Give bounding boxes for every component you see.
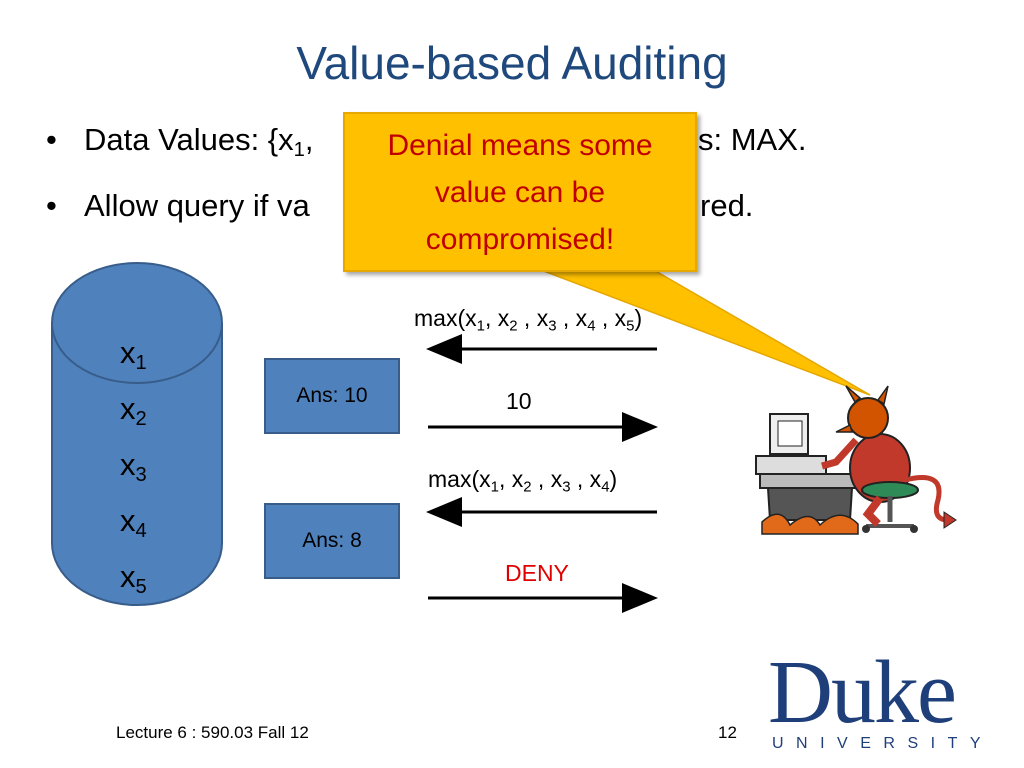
denial-callout: Denial means some value can be compromis…	[343, 112, 697, 272]
query-1: max(x1, x2 , x3 , x4 , x5)	[414, 305, 643, 335]
db-value-x2: x2	[120, 391, 147, 431]
database-cylinder-icon	[51, 262, 223, 606]
duke-logo: Duke	[768, 643, 957, 742]
db-value-x4: x4	[120, 503, 147, 543]
bullet-dot: •	[46, 188, 57, 224]
database-values: x1 x2 x3 x4 x5	[120, 330, 147, 610]
bullet-list: • Data Values: {x1, s: MAX. • Allow query …	[46, 112, 807, 234]
bullet-tail-1: s: MAX.	[698, 122, 807, 157]
bullet-item: • Allow query if va red.	[46, 178, 753, 234]
footer-lecture: Lecture 6 : 590.03 Fall 12	[116, 723, 309, 742]
response-deny: DENY	[505, 560, 569, 586]
bullet-comma: ,	[304, 122, 314, 157]
answer-box-1: Ans: 10	[264, 358, 400, 434]
db-value-x3: x3	[120, 447, 147, 487]
bullet-item: • Data Values: {x1, s: MAX.	[46, 112, 807, 178]
response-1: 10	[506, 388, 532, 414]
duke-university-label: UNIVERSITY	[772, 735, 994, 752]
bullet-tail-2: red.	[700, 188, 754, 224]
db-value-x1: x1	[120, 335, 147, 375]
devil-hacker-icon	[755, 385, 957, 535]
bullet-dot: •	[46, 122, 57, 157]
answer-box-2: Ans: 8	[264, 503, 400, 579]
bullet-text-1: Data Values: {x	[84, 122, 294, 157]
page-number: 12	[718, 723, 737, 742]
bullet-sub: 1	[293, 139, 305, 162]
slide-title: Value-based Auditing	[296, 37, 728, 89]
db-value-x5: x5	[120, 559, 147, 599]
query-2: max(x1, x2 , x3 , x4)	[428, 466, 618, 496]
bullet-text-2: Allow query if va	[84, 188, 310, 224]
